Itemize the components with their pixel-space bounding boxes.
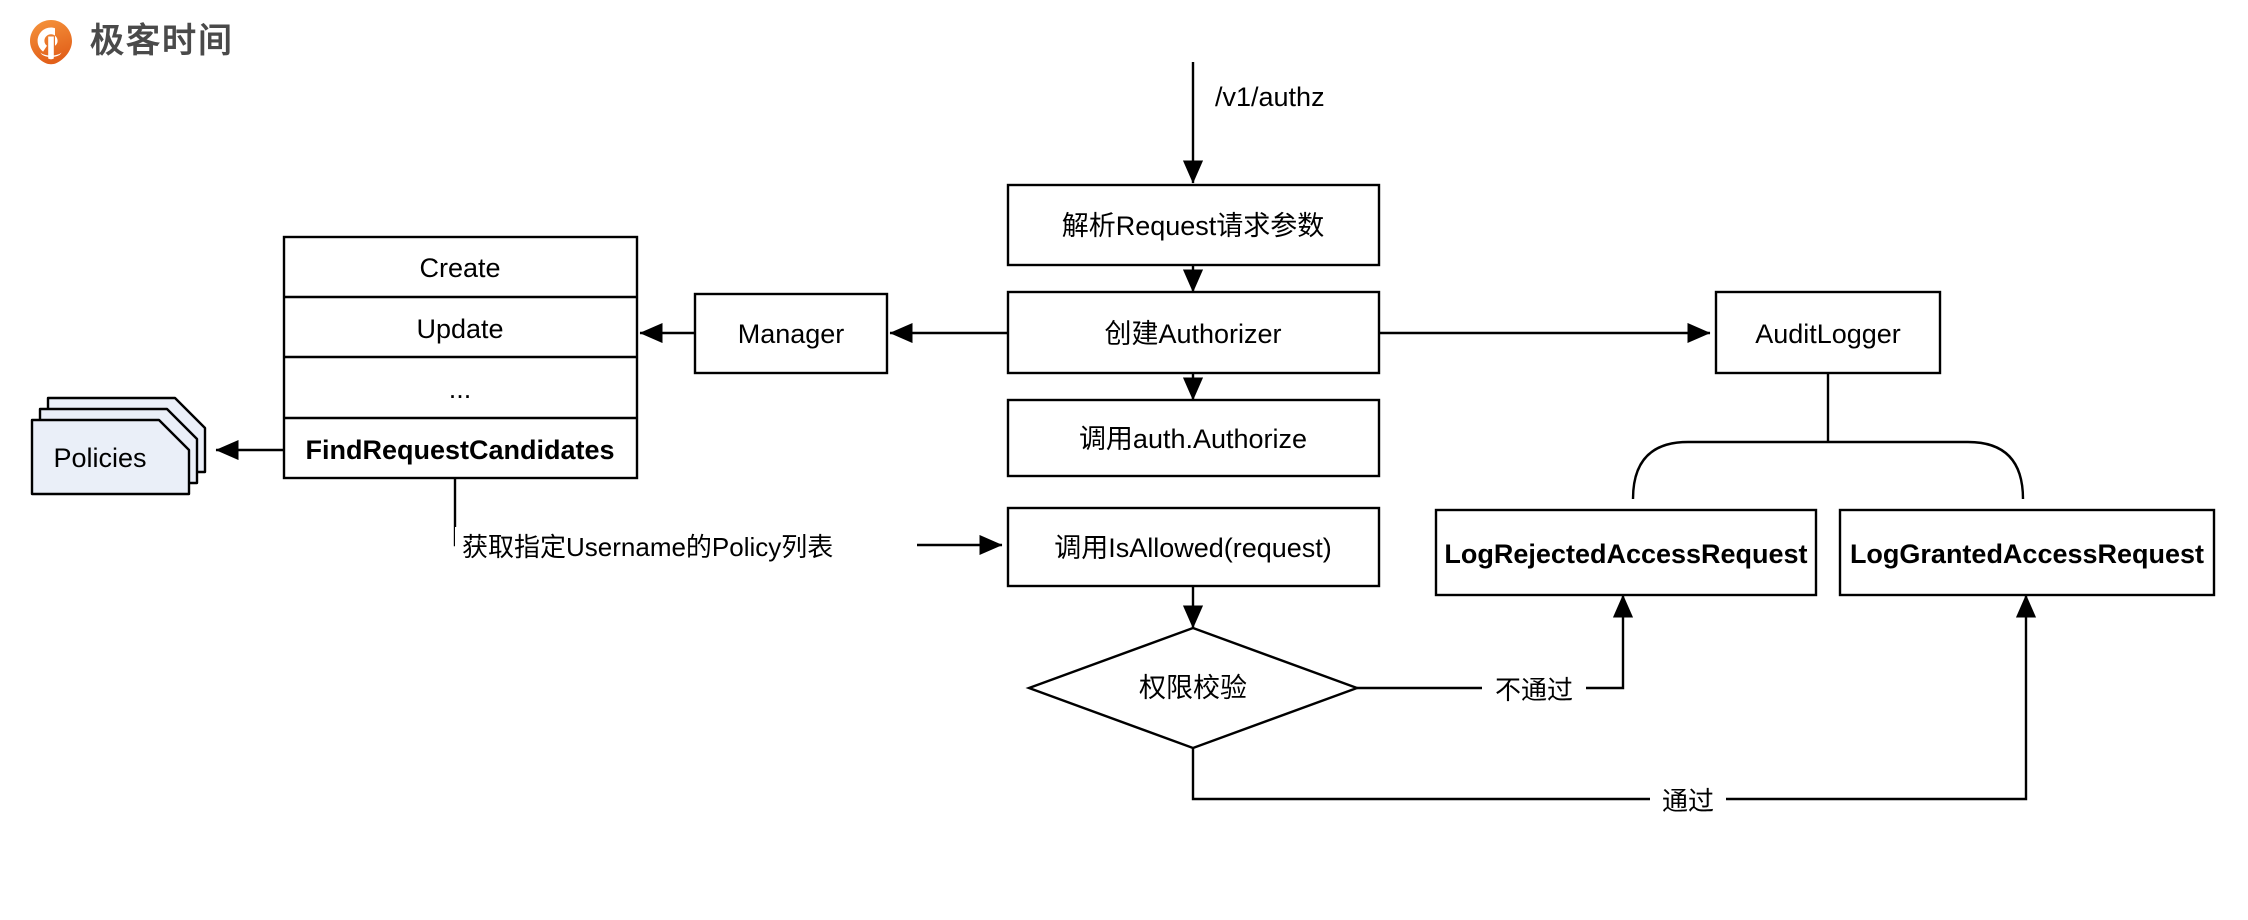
- call-authorize-label: 调用auth.Authorize: [1079, 424, 1307, 454]
- method-row-ellipsis: ...: [449, 374, 472, 404]
- edge-label-rejected-bg: [1482, 670, 1586, 707]
- node-audit-logger: AuditLogger: [1714, 290, 1942, 375]
- node-create-authorizer: 创建Authorizer: [1006, 290, 1381, 375]
- decision-label: 权限校验: [1139, 673, 1247, 703]
- audit-logger-label: AuditLogger: [1755, 319, 1901, 349]
- log-rejected-label: LogRejectedAccessRequest: [1444, 539, 1807, 569]
- policy-manager-method-table: Create Update ... FindRequestCandidates: [282, 235, 639, 480]
- audit-logger-box: [1714, 290, 1942, 375]
- edge-decision-rejected: [1357, 594, 1634, 690]
- manager-label: Manager: [738, 319, 845, 349]
- create-authorizer-label: 创建Authorizer: [1104, 319, 1281, 349]
- method-row-update: Update: [416, 314, 503, 344]
- method-row-create: Create: [419, 253, 500, 283]
- parse-request-box: [1006, 183, 1381, 267]
- policies-stack-layer-1: [30, 418, 191, 496]
- parse-request-label: 解析Request请求参数: [1062, 211, 1325, 241]
- log-granted-box: [1838, 508, 2216, 597]
- edge-auditlogger-branches: [1631, 440, 2025, 500]
- log-granted-label: LogGrantedAccessRequest: [1850, 539, 2204, 569]
- node-decision-authcheck: 权限校验: [1025, 626, 1361, 750]
- node-parse-request: 解析Request请求参数: [1006, 183, 1381, 267]
- edge-label-rejected: 不通过: [1495, 675, 1573, 705]
- edge-decision-granted: [1191, 594, 2037, 801]
- edge-label-getpolicies-bg: [455, 527, 917, 564]
- node-log-granted: LogGrantedAccessRequest: [1838, 508, 2216, 597]
- create-authorizer-box: [1006, 290, 1381, 375]
- node-log-rejected: LogRejectedAccessRequest: [1434, 508, 1818, 597]
- node-call-authorize: 调用auth.Authorize: [1006, 398, 1381, 478]
- manager-box: [693, 292, 889, 375]
- edge-label-get-policies: 获取指定Username的Policy列表: [462, 532, 833, 562]
- policies-datastore: Policies: [30, 396, 207, 496]
- edge-label-granted-bg: [1650, 781, 1726, 818]
- edge-label-entry: /v1/authz: [1215, 82, 1325, 112]
- brand-name: 极客时间: [90, 22, 234, 60]
- method-row-findrequestcandidates: FindRequestCandidates: [305, 435, 614, 465]
- call-authorize-box: [1006, 398, 1381, 478]
- edge-label-granted: 通过: [1662, 786, 1714, 816]
- policies-label: Policies: [53, 443, 146, 473]
- call-isallowed-label: 调用IsAllowed(request): [1054, 533, 1332, 563]
- node-call-isallowed: 调用IsAllowed(request): [1006, 506, 1381, 588]
- geektime-logo-icon: [30, 20, 72, 65]
- decision-diamond: [1025, 626, 1361, 750]
- node-manager: Manager: [693, 292, 889, 375]
- log-rejected-box: [1434, 508, 1818, 597]
- call-isallowed-box: [1006, 506, 1381, 588]
- brand-header: 极客时间: [26, 16, 234, 66]
